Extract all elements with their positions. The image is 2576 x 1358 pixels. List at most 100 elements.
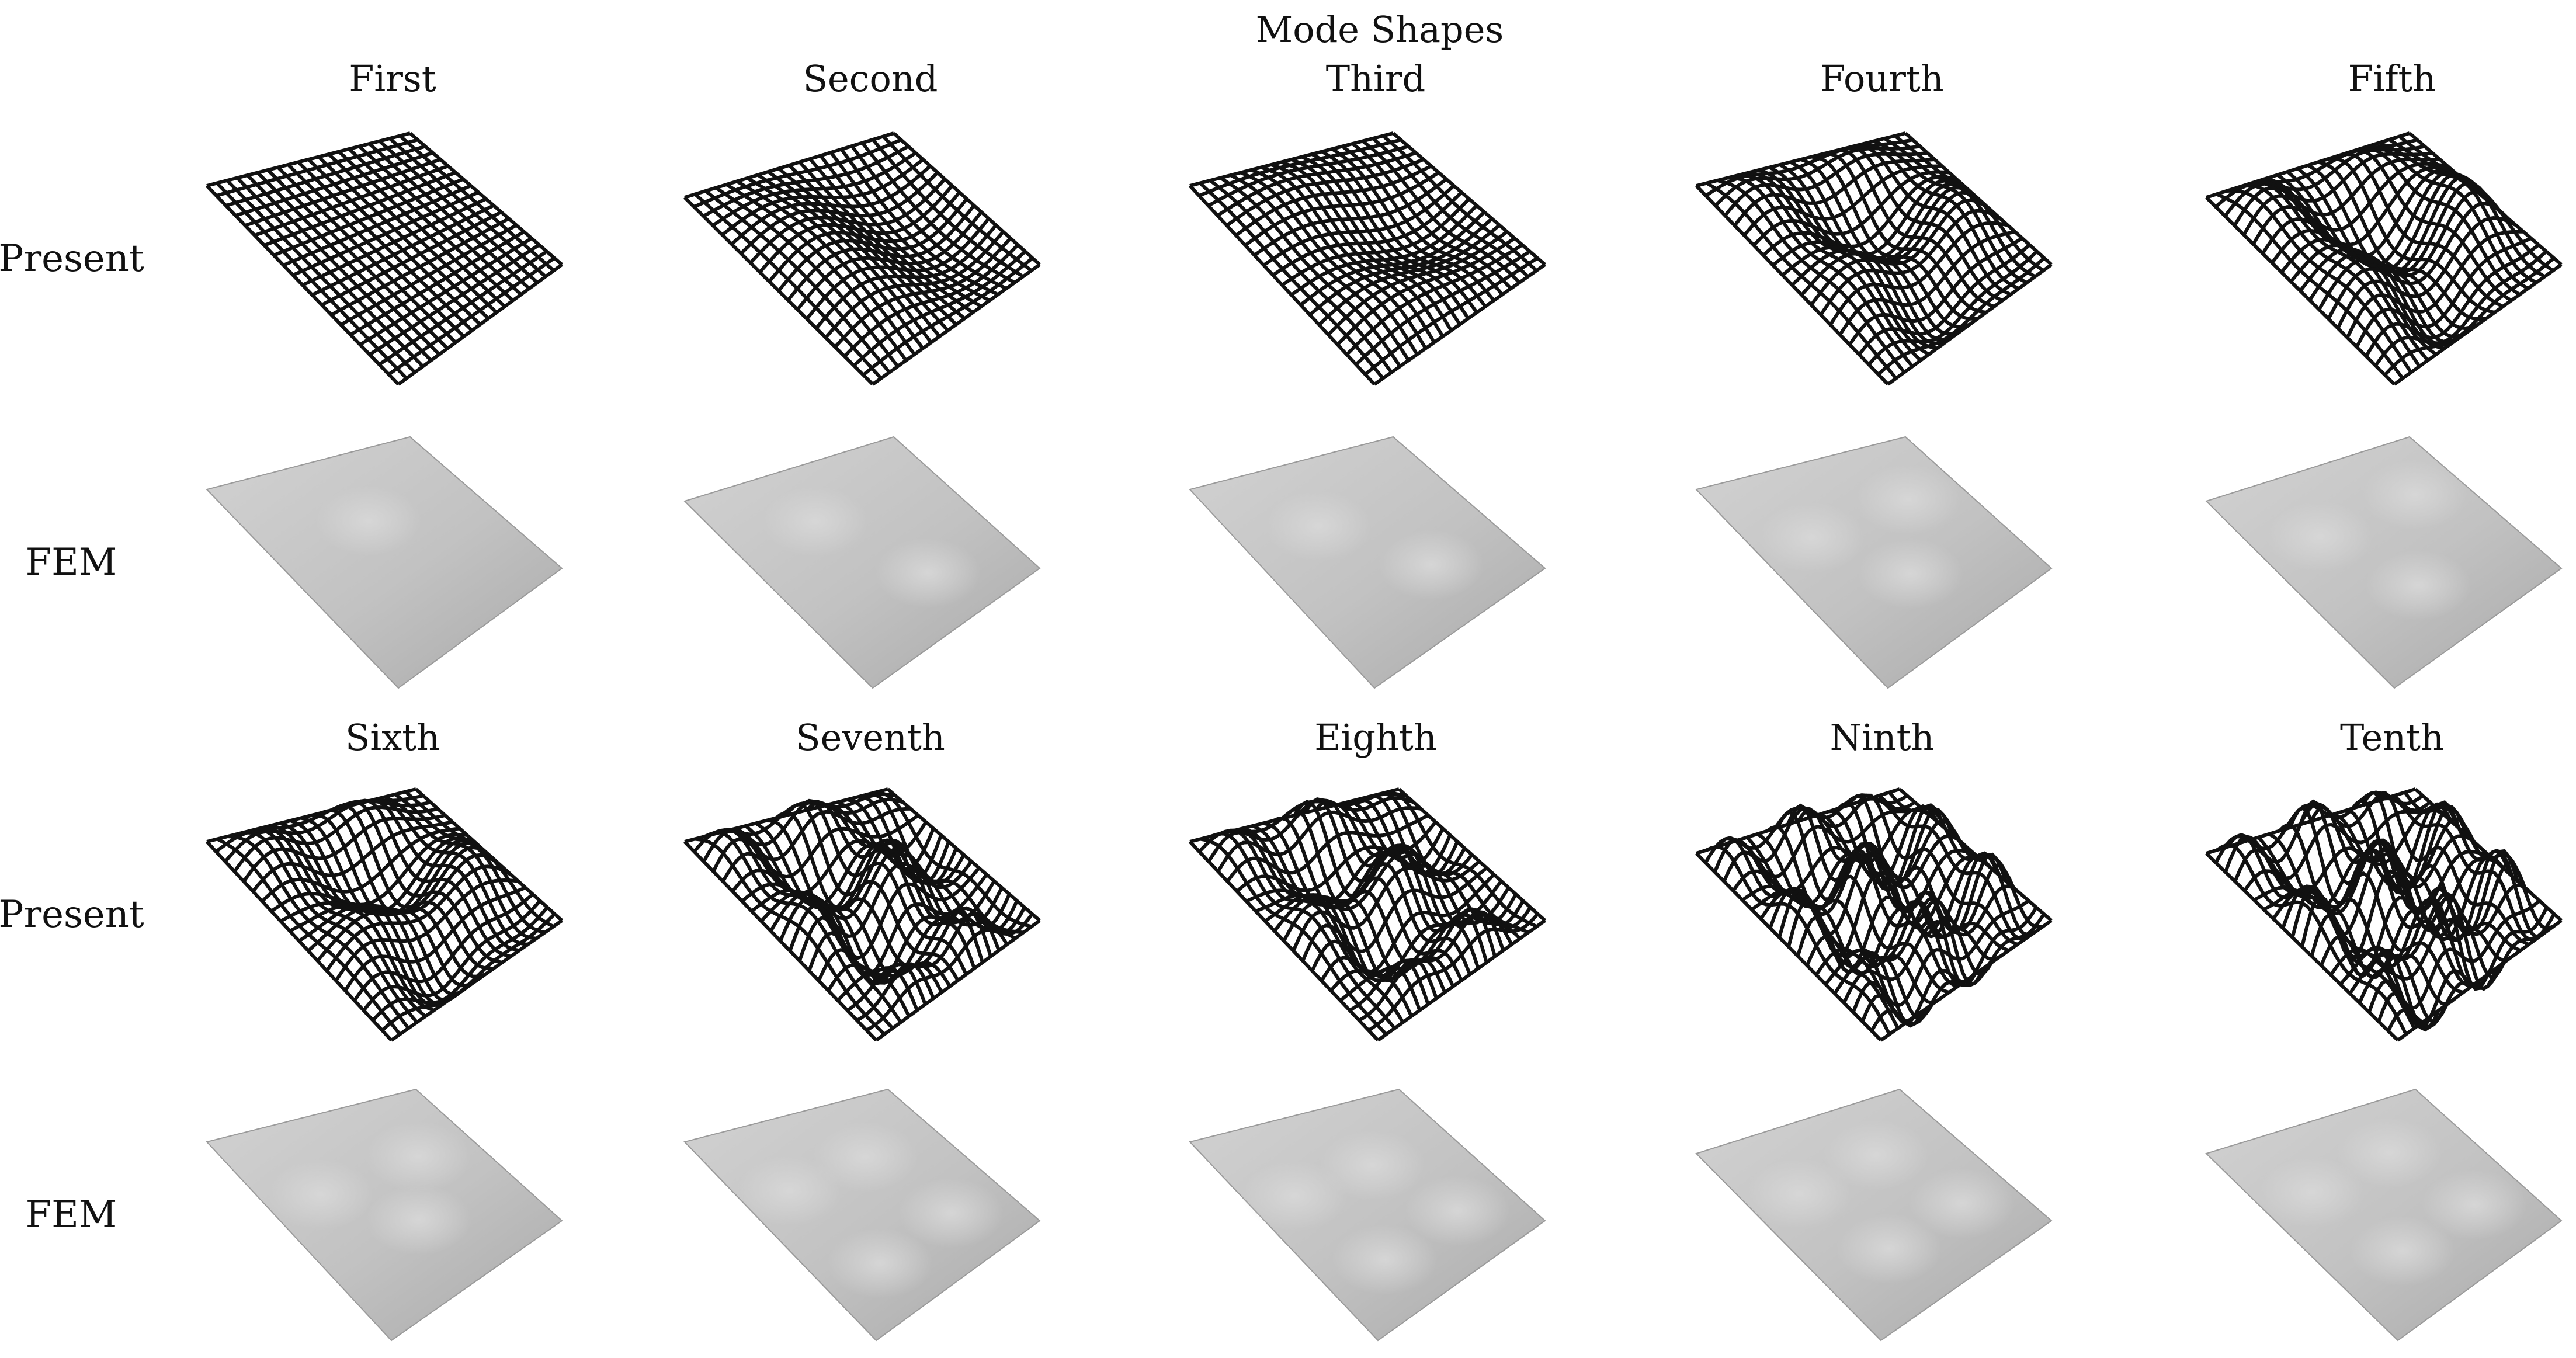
fem-surface-mode-9 bbox=[1695, 1088, 2053, 1342]
grid-line bbox=[2358, 147, 2521, 296]
grid-line bbox=[330, 217, 510, 317]
grid-line bbox=[374, 798, 528, 946]
grid-line bbox=[862, 256, 1034, 377]
grid-line bbox=[875, 919, 1041, 1042]
grid-line bbox=[372, 906, 549, 1022]
fem-surface-highlight bbox=[2259, 1157, 2365, 1228]
present-wireframe-mode-7 bbox=[683, 787, 1041, 1042]
grid-line bbox=[388, 137, 547, 278]
grid-line bbox=[877, 790, 1032, 929]
fem-surface-highlight bbox=[2350, 1215, 2456, 1286]
grid-line bbox=[1828, 809, 1994, 977]
grid-line bbox=[1810, 198, 1994, 306]
mode-label-seventh: Seventh bbox=[796, 716, 945, 759]
fem-surface-highlight bbox=[365, 1121, 471, 1192]
grid-line bbox=[2358, 883, 2534, 1004]
fem-surface-highlight bbox=[366, 1185, 471, 1255]
fem-surface-highlight bbox=[1759, 502, 1865, 573]
grid-line bbox=[1811, 155, 1978, 321]
mode-label-sixth: Sixth bbox=[345, 716, 440, 759]
grid-line bbox=[1373, 263, 1546, 386]
grid-line bbox=[824, 230, 1005, 339]
grid-line bbox=[409, 131, 563, 266]
fem-surface-highlight bbox=[737, 1155, 842, 1226]
present-wireframe-mode-9 bbox=[1695, 787, 2053, 1042]
grid-line bbox=[1361, 140, 1521, 284]
grid-line bbox=[2365, 243, 2540, 357]
grid-line bbox=[2329, 849, 2512, 976]
grid-line bbox=[1331, 147, 1495, 302]
grid-line bbox=[2393, 263, 2563, 386]
grid-line bbox=[836, 893, 1011, 1002]
grid-line bbox=[387, 256, 556, 376]
fem-surface-highlight bbox=[1747, 1158, 1852, 1229]
grid-line bbox=[2374, 250, 2548, 367]
grid-line bbox=[1829, 221, 2008, 326]
grid-line bbox=[2361, 790, 2522, 953]
fem-surface-highlight bbox=[315, 485, 421, 556]
fem-surface-mode-6 bbox=[206, 1088, 563, 1342]
fem-surface-mode-7 bbox=[683, 1088, 1041, 1342]
fem-surface-highlight bbox=[875, 537, 981, 608]
mode-label-fifth: Fifth bbox=[2348, 57, 2436, 100]
mode-label-first: First bbox=[349, 57, 436, 100]
present-wireframe-mode-6 bbox=[205, 787, 564, 1042]
grid-line bbox=[807, 873, 988, 978]
grid-line bbox=[363, 798, 520, 953]
grid-line bbox=[1867, 250, 2039, 366]
grid-line bbox=[2351, 798, 2513, 962]
grid-line bbox=[349, 230, 525, 336]
grid-line bbox=[1364, 256, 1539, 376]
grid-line bbox=[860, 141, 1016, 284]
grid-line bbox=[2384, 796, 2537, 942]
fem-surface-mode-5 bbox=[2205, 436, 2563, 689]
grid-line bbox=[1818, 813, 1985, 987]
mode-label-fourth: Fourth bbox=[1820, 57, 1944, 100]
grid-line bbox=[352, 798, 512, 958]
grid-line bbox=[2398, 135, 2554, 272]
grid-line bbox=[307, 845, 498, 953]
grid-line bbox=[2308, 181, 2495, 301]
mode-label-third: Third bbox=[1325, 57, 1426, 100]
grid-line bbox=[856, 907, 1026, 1022]
grid-line bbox=[850, 145, 1008, 290]
present-wireframe-mode-8 bbox=[1188, 787, 1547, 1042]
grid-line bbox=[368, 142, 531, 290]
grid-line bbox=[2320, 854, 2505, 979]
grid-line bbox=[1880, 919, 2053, 1042]
grid-line bbox=[1888, 791, 2043, 929]
grid-line bbox=[1398, 787, 1547, 922]
grid-line bbox=[1887, 263, 2053, 386]
fem-surface-body bbox=[1189, 436, 1546, 689]
grid-line bbox=[1292, 860, 1481, 952]
grid-line bbox=[2368, 144, 2529, 290]
row-label-fem-1: FEM bbox=[25, 541, 117, 584]
grid-line bbox=[331, 804, 494, 971]
fem-surface-body bbox=[2205, 1088, 2563, 1342]
grid-line bbox=[1819, 209, 2001, 316]
grid-line bbox=[2414, 787, 2563, 922]
grid-line bbox=[786, 204, 975, 301]
grid-line bbox=[1367, 912, 1539, 1032]
grid-line bbox=[2339, 849, 2519, 986]
grid-line bbox=[1821, 152, 1987, 314]
grid-line bbox=[415, 787, 564, 922]
grid-line bbox=[301, 197, 487, 287]
fem-surface-mode-4 bbox=[1695, 436, 2053, 689]
grid-line bbox=[2327, 202, 2510, 320]
grid-line bbox=[317, 155, 490, 320]
grid-line bbox=[2348, 149, 2512, 303]
grid-line bbox=[2355, 237, 2532, 348]
grid-line bbox=[1833, 864, 2015, 995]
grid-line bbox=[1824, 852, 2008, 985]
fem-surface-mode-8 bbox=[1189, 1088, 1546, 1342]
grid-line bbox=[1358, 906, 1532, 1022]
grid-line bbox=[1392, 131, 1546, 266]
grid-line bbox=[1848, 237, 2023, 346]
grid-line bbox=[338, 150, 506, 308]
grid-line bbox=[340, 223, 518, 327]
grid-line bbox=[2397, 919, 2563, 1042]
grid-line bbox=[887, 787, 1041, 922]
grid-line bbox=[1357, 797, 1513, 946]
grid-line bbox=[359, 237, 533, 346]
